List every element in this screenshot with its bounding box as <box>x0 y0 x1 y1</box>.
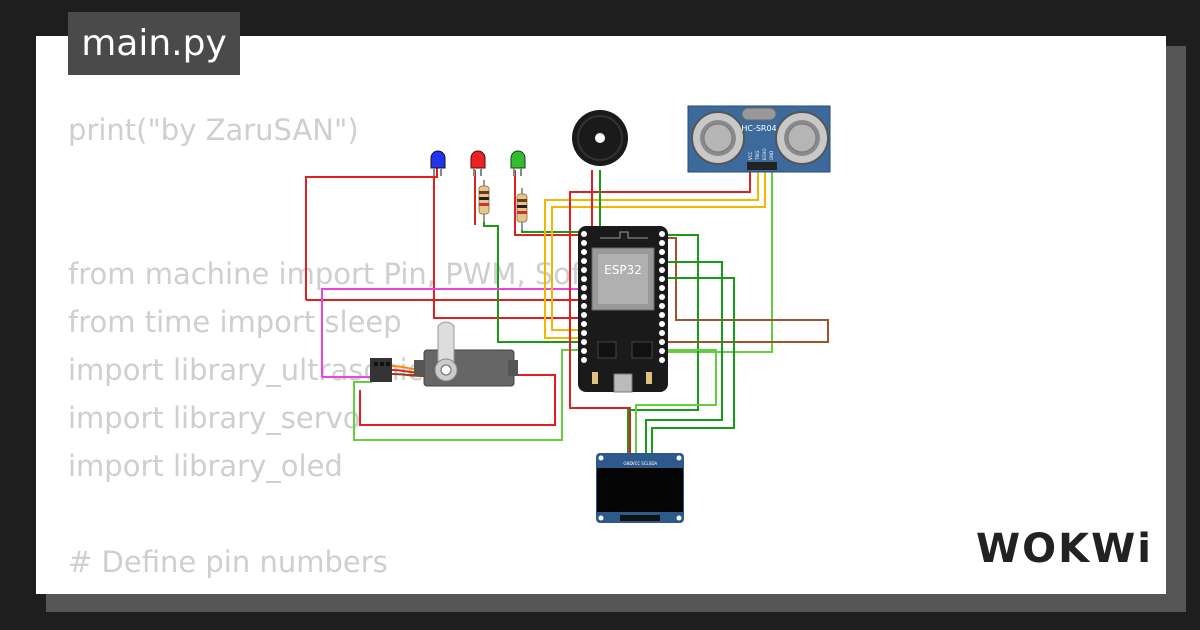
code-line: #led_blue = Pin(4, Pin.OUT) <box>68 586 639 594</box>
wire-green-oled <box>651 277 735 455</box>
wire-yellow-trig <box>544 170 759 339</box>
oled-display[interactable]: GND VCC SCL SDA <box>596 453 684 523</box>
code-line: # Define pin numbers <box>68 545 388 579</box>
code-line: from time import sleep <box>68 305 402 339</box>
pin-label-trig: TRIG <box>755 150 760 161</box>
led-blue[interactable] <box>430 150 446 176</box>
servo-motor[interactable] <box>370 321 518 387</box>
ultrasonic-label: HC-SR04 <box>741 124 776 133</box>
wire-red-led <box>433 170 584 319</box>
pin-label-echo: ECHO <box>762 149 767 160</box>
wire-yellow-echo <box>551 170 766 331</box>
wire-magenta <box>321 288 584 377</box>
wire-red-led <box>305 160 438 300</box>
code-editor[interactable]: print("by ZaruSAN")from machine import P… <box>68 106 639 594</box>
wires <box>305 160 829 455</box>
code-line: import library_oled <box>68 449 343 483</box>
esp32-board[interactable]: ESP32 <box>578 226 668 393</box>
oled-pin-gnd: GND <box>623 461 632 466</box>
wire-green-oled <box>645 261 723 455</box>
pin-label-gnd: GND <box>769 151 774 160</box>
oled-pin-sda: SDA <box>649 461 658 466</box>
led-red[interactable] <box>470 150 486 176</box>
wire-red-led-green <box>514 170 584 236</box>
pin-label-vcc: VCC <box>748 151 753 160</box>
oled-pin-scl: SCL <box>641 461 649 466</box>
led-green[interactable] <box>510 150 526 176</box>
wokwi-logo: WOKWi <box>976 526 1153 572</box>
file-tab[interactable]: main.py <box>68 12 240 75</box>
wire-green-resistor <box>483 218 584 343</box>
wire-green-oled <box>627 234 699 455</box>
resistor[interactable] <box>516 188 528 230</box>
oled-pin-vcc: VCC <box>632 461 641 466</box>
ultrasonic-sensor[interactable]: HC-SR04 VCC TRIG ECHO GND <box>687 105 831 173</box>
buzzer[interactable] <box>572 110 628 166</box>
code-line: import library_servo <box>68 401 361 435</box>
wire-red-vcc <box>569 170 751 455</box>
wire-lightgreen-oled <box>635 349 717 455</box>
code-line: print("by ZaruSAN") <box>68 113 359 147</box>
esp32-label: ESP32 <box>604 263 642 277</box>
resistor[interactable] <box>478 180 490 222</box>
